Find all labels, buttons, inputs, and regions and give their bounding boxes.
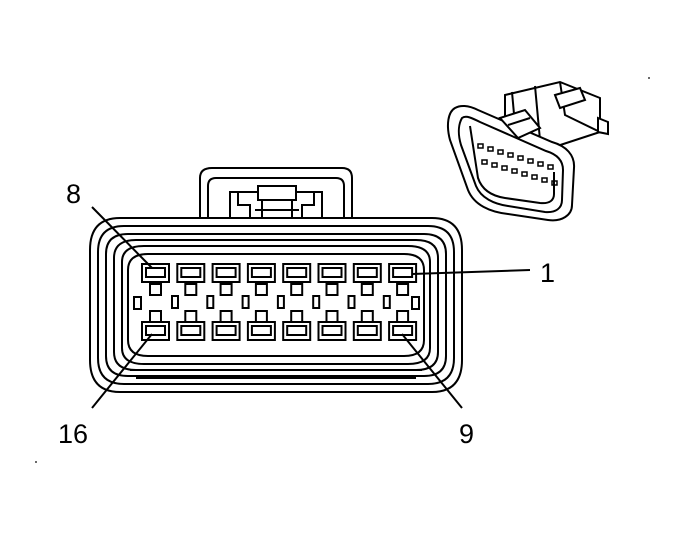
cavity-top-lock — [219, 283, 233, 296]
cavity-divider — [241, 295, 250, 309]
cavity-divider — [171, 295, 179, 309]
cavity-bottom-lock — [184, 310, 198, 323]
leader-pin-9 — [401, 333, 463, 409]
cavity-row-bottom — [141, 310, 418, 341]
speck-dot — [35, 461, 37, 463]
cavity-bottom-lock — [325, 310, 339, 323]
cavity-top-lock — [325, 283, 339, 296]
cavity-top-terminal — [321, 267, 343, 278]
cavity-bottom-terminal — [215, 325, 237, 336]
cavity-top-terminal — [145, 267, 166, 278]
pin-label-8: 8 — [66, 179, 81, 209]
cavity-bottom-terminal — [180, 325, 202, 336]
cavity-top-lock — [149, 283, 162, 296]
leader-pin-16 — [91, 333, 153, 409]
cavity-top-lock — [396, 283, 410, 296]
cavity-top-terminal — [180, 267, 202, 278]
cavity-bottom-terminal — [286, 325, 308, 336]
cavity-bottom-lock — [290, 310, 304, 323]
cavity-top-lock — [184, 283, 198, 296]
cavity-bottom-terminal — [250, 325, 272, 336]
cavity-divider — [312, 295, 321, 309]
cavity-top-terminal — [286, 267, 308, 278]
connector-iso-view — [446, 80, 609, 222]
cavity-bottom-lock — [219, 310, 233, 323]
cavity-row-top — [141, 263, 418, 309]
leader-pin-8 — [91, 206, 153, 269]
cavity-bottom-lock — [396, 310, 410, 323]
cavity-bottom-lock — [360, 310, 374, 323]
cavity-top-terminal — [392, 267, 414, 278]
pin-label-1: 1 — [540, 258, 555, 288]
cavity-bottom-terminal — [145, 325, 166, 336]
cavity-bottom-terminal — [321, 325, 343, 336]
leader-lines — [91, 206, 531, 409]
cavity-bottom-lock — [149, 310, 162, 323]
connector-front-view — [89, 167, 463, 393]
cavity-divider — [206, 295, 215, 309]
cavity-divider — [347, 295, 356, 309]
pin-label-9: 9 — [459, 419, 474, 449]
cavity-top-terminal — [250, 267, 272, 278]
cavity-top-terminal — [356, 267, 378, 278]
cavity-top-terminal — [215, 267, 237, 278]
iso-cavities — [477, 143, 558, 186]
cavity-divider — [276, 295, 285, 309]
leader-pin-1 — [411, 269, 531, 275]
pin-label-16: 16 — [58, 419, 88, 449]
cavity-bottom-lock — [254, 310, 268, 323]
cavity-top-lock — [254, 283, 268, 296]
cavity-divider — [382, 295, 391, 309]
cavity-bottom-terminal — [356, 325, 378, 336]
cavity-top-lock — [290, 283, 304, 296]
cavity-top-lock — [360, 283, 374, 296]
speck-dot — [648, 77, 650, 79]
